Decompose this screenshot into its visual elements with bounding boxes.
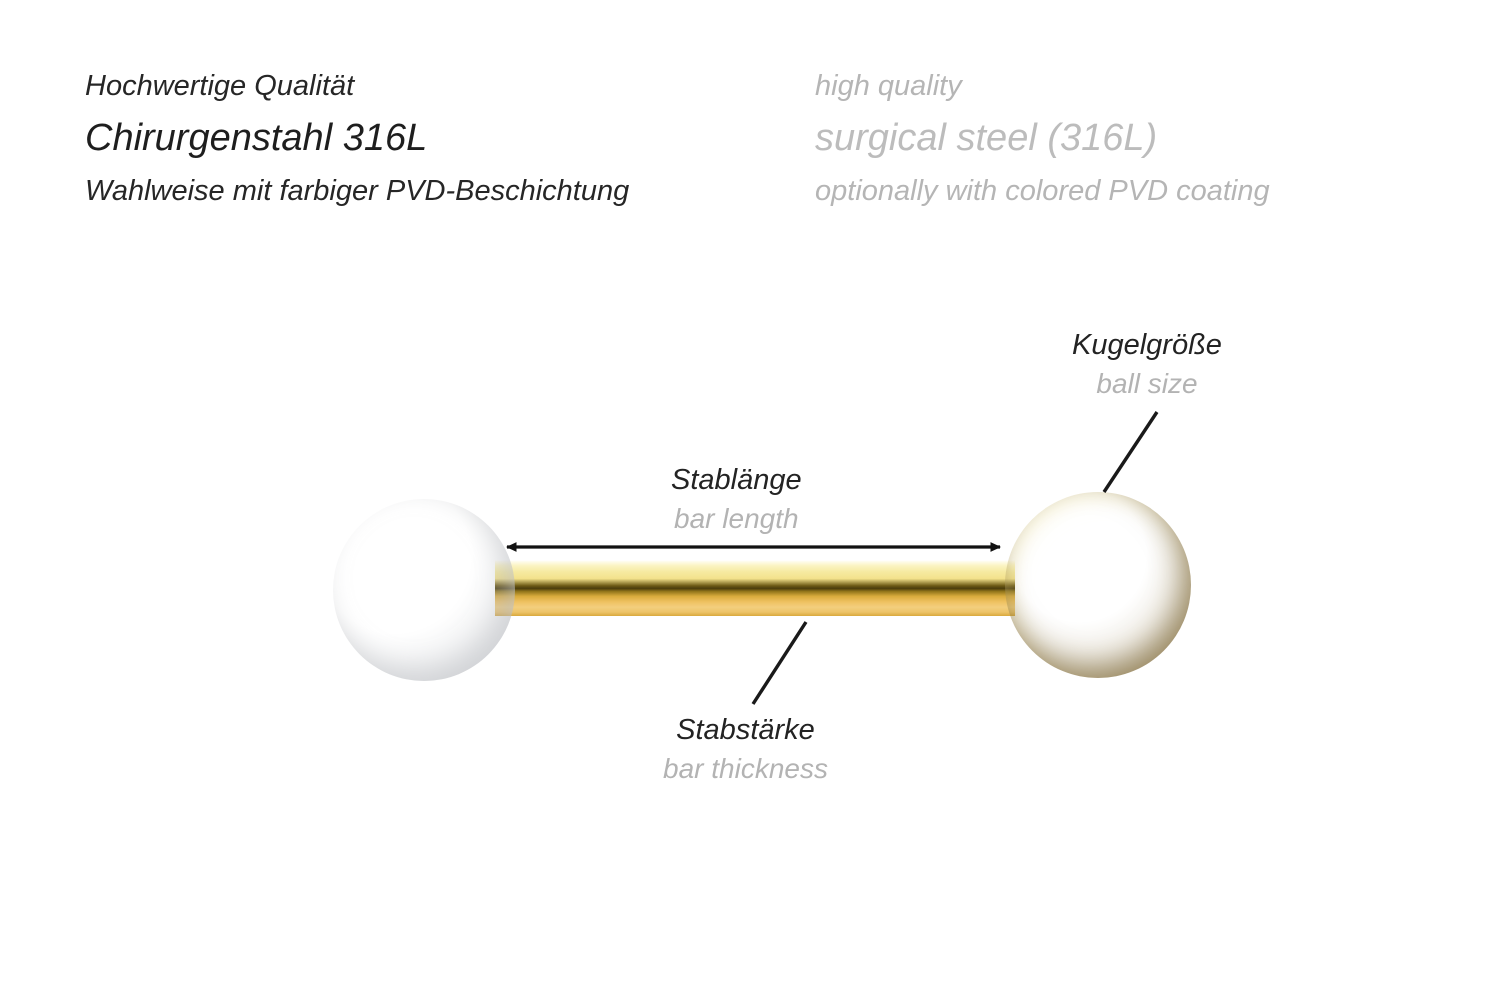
ball-size-callout: Kugelgröße ball size — [1072, 325, 1222, 403]
german-header-text: Hochwertige Qualität Chirurgenstahl 316L… — [85, 62, 629, 215]
german-material-line: Chirurgenstahl 316L — [85, 117, 428, 159]
german-quality-line: Hochwertige Qualität — [85, 70, 355, 102]
bar-thickness-label-german: Stabstärke — [676, 714, 815, 746]
english-header-text: high quality surgical steel (316L) optio… — [815, 62, 1270, 215]
bar-thickness-label-english: bar thickness — [663, 753, 828, 784]
english-quality-line: high quality — [815, 70, 962, 102]
pearl-ball-shading — [333, 499, 515, 681]
english-material-line: surgical steel (316L) — [815, 117, 1158, 159]
ball-size-label-english: ball size — [1096, 368, 1198, 399]
ball-size-leader-line — [1102, 411, 1159, 493]
english-coating-line: optionally with colored PVD coating — [815, 175, 1270, 207]
bar-length-label-german: Stablänge — [671, 464, 802, 496]
ball-size-label-german: Kugelgröße — [1072, 329, 1222, 361]
bar-length-callout: Stablänge bar length — [671, 460, 802, 538]
bar-thickness-leader-line — [751, 621, 808, 705]
bar-thickness-callout: Stabstärke bar thickness — [663, 710, 828, 788]
gold-bar — [495, 561, 1015, 616]
gold-ball-shading — [1005, 492, 1191, 678]
bar-length-label-english: bar length — [674, 503, 799, 534]
german-coating-line: Wahlweise mit farbiger PVD-Beschichtung — [85, 175, 630, 207]
